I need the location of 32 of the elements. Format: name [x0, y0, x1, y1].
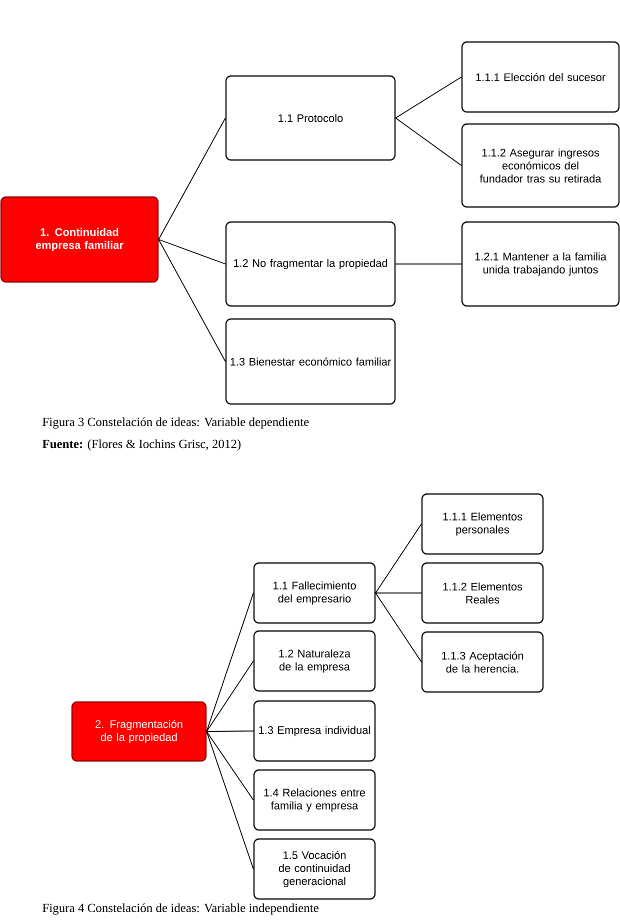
connector-line — [206, 592, 254, 732]
topic-box: 1.5 Vocación de continuidad generacional — [253, 838, 376, 900]
connector-line — [395, 76, 462, 118]
connector-line — [395, 118, 462, 166]
root-box: 2. Fragmentación de la propiedad — [71, 701, 207, 762]
topic-box: 1.4 Relaciones entre familia y empresa — [253, 769, 376, 831]
topic-box: 1.1.2 Elementos Reales — [421, 562, 544, 624]
connector-line — [158, 118, 226, 240]
connector-line — [206, 731, 254, 800]
connector-line — [206, 660, 254, 732]
connector-line — [375, 592, 422, 594]
caption-text: Fuente: (Flores & Iochins Grisc, 2012) — [42, 439, 241, 451]
root-box: 1. Continuidad empresa familiar — [0, 196, 159, 283]
topic-box: 1.2 Naturaleza de la empresa — [253, 630, 376, 692]
caption-text: Figura 4 Constelación de ideas: Variable independiente — [42, 903, 318, 915]
connector-line — [375, 592, 422, 662]
topic-box: 1.2.1 Mantener a la familia unida trabajando juntos — [461, 221, 620, 307]
connector-line — [158, 239, 226, 362]
connector-line — [206, 730, 254, 732]
topic-box: 1.1 Protocolo — [225, 75, 396, 161]
topic-box: 1.2 No fragmentar la propiedad — [225, 221, 396, 307]
topic-box: 1.1.1 Elección del sucesor — [461, 41, 620, 113]
topic-box: 1.3 Bienestar económico familiar — [225, 318, 396, 405]
topic-box: 1.1.1 Elementos personales — [421, 493, 544, 555]
topic-box: 1.1.2 Asegurar ingresos económicos del fundador tras su retirada — [461, 123, 620, 208]
topic-box: 1.3 Empresa individual — [253, 700, 376, 762]
connector-line — [206, 731, 254, 870]
topic-box: 1.1 Fallecimiento del empresario — [253, 562, 376, 624]
connector-line — [375, 524, 422, 594]
connector-line — [158, 239, 226, 264]
topic-box: 1.1.3 Aceptación de la herencia. — [421, 631, 544, 693]
caption-text: Figura 3 Constelación de ideas: Variable dependiente — [42, 417, 309, 429]
